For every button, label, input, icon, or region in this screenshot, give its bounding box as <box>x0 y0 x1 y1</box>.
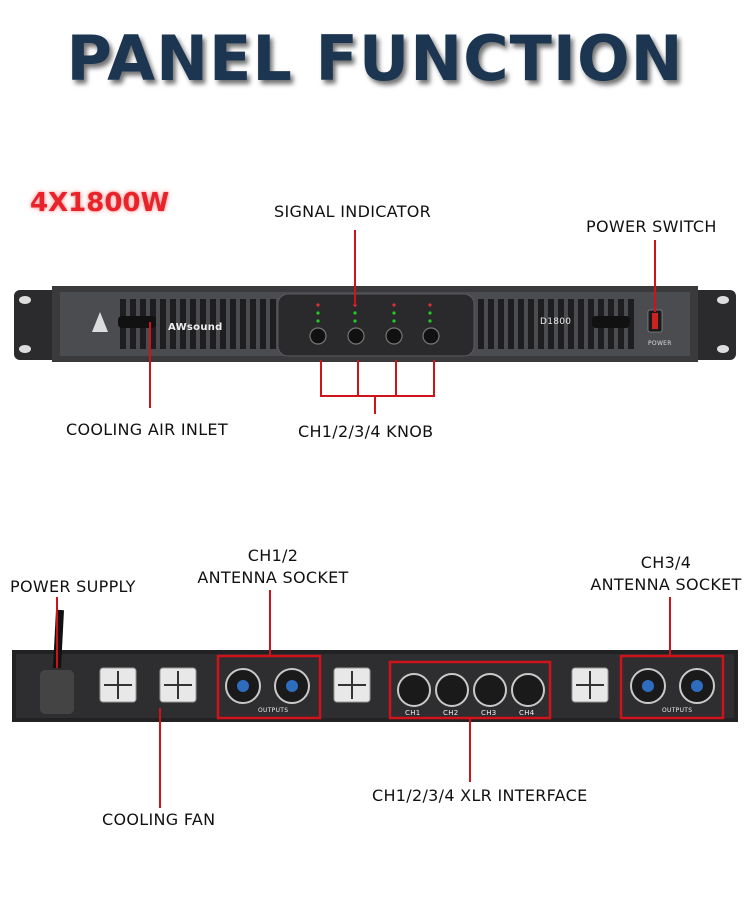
outputs-ch12-label: OUTPUTS <box>258 707 289 714</box>
power-rating-badge: 4X1800W <box>30 188 170 218</box>
signal-indicator-label: SIGNAL INDICATOR <box>274 202 432 221</box>
antenna-socket-ch34-label: CH3/4 ANTENNA SOCKET <box>586 552 746 596</box>
knob-label: CH1/2/3/4 KNOB <box>298 422 434 441</box>
antenna-ch34-line2: ANTENNA SOCKET <box>590 575 742 594</box>
antenna-socket-ch12-label: CH1/2 ANTENNA SOCKET <box>188 545 358 589</box>
xlr-interface-label: CH1/2/3/4 XLR INTERFACE <box>372 786 588 805</box>
brand-logo: AWsound <box>168 322 223 333</box>
xlr-ch3-label: CH3 <box>481 709 497 717</box>
model-label: D1800 <box>540 317 572 327</box>
antenna-ch12-line1: CH1/2 <box>247 546 299 565</box>
xlr-ch4-label: CH4 <box>519 709 535 717</box>
xlr-ch1-label: CH1 <box>405 709 421 717</box>
cooling-air-inlet-label: COOLING AIR INLET <box>66 420 228 439</box>
outputs-ch34-label: OUTPUTS <box>662 707 693 714</box>
power-supply-label: POWER SUPPLY <box>10 577 136 596</box>
power-text: POWER <box>648 340 672 347</box>
antenna-ch34-line1: CH3/4 <box>640 553 692 572</box>
cooling-fan-label: COOLING FAN <box>102 810 216 829</box>
power-switch-label: POWER SWITCH <box>586 217 717 236</box>
antenna-ch12-line2: ANTENNA SOCKET <box>197 568 349 587</box>
page-title: PANEL FUNCTION <box>66 22 684 95</box>
xlr-ch2-label: CH2 <box>443 709 459 717</box>
